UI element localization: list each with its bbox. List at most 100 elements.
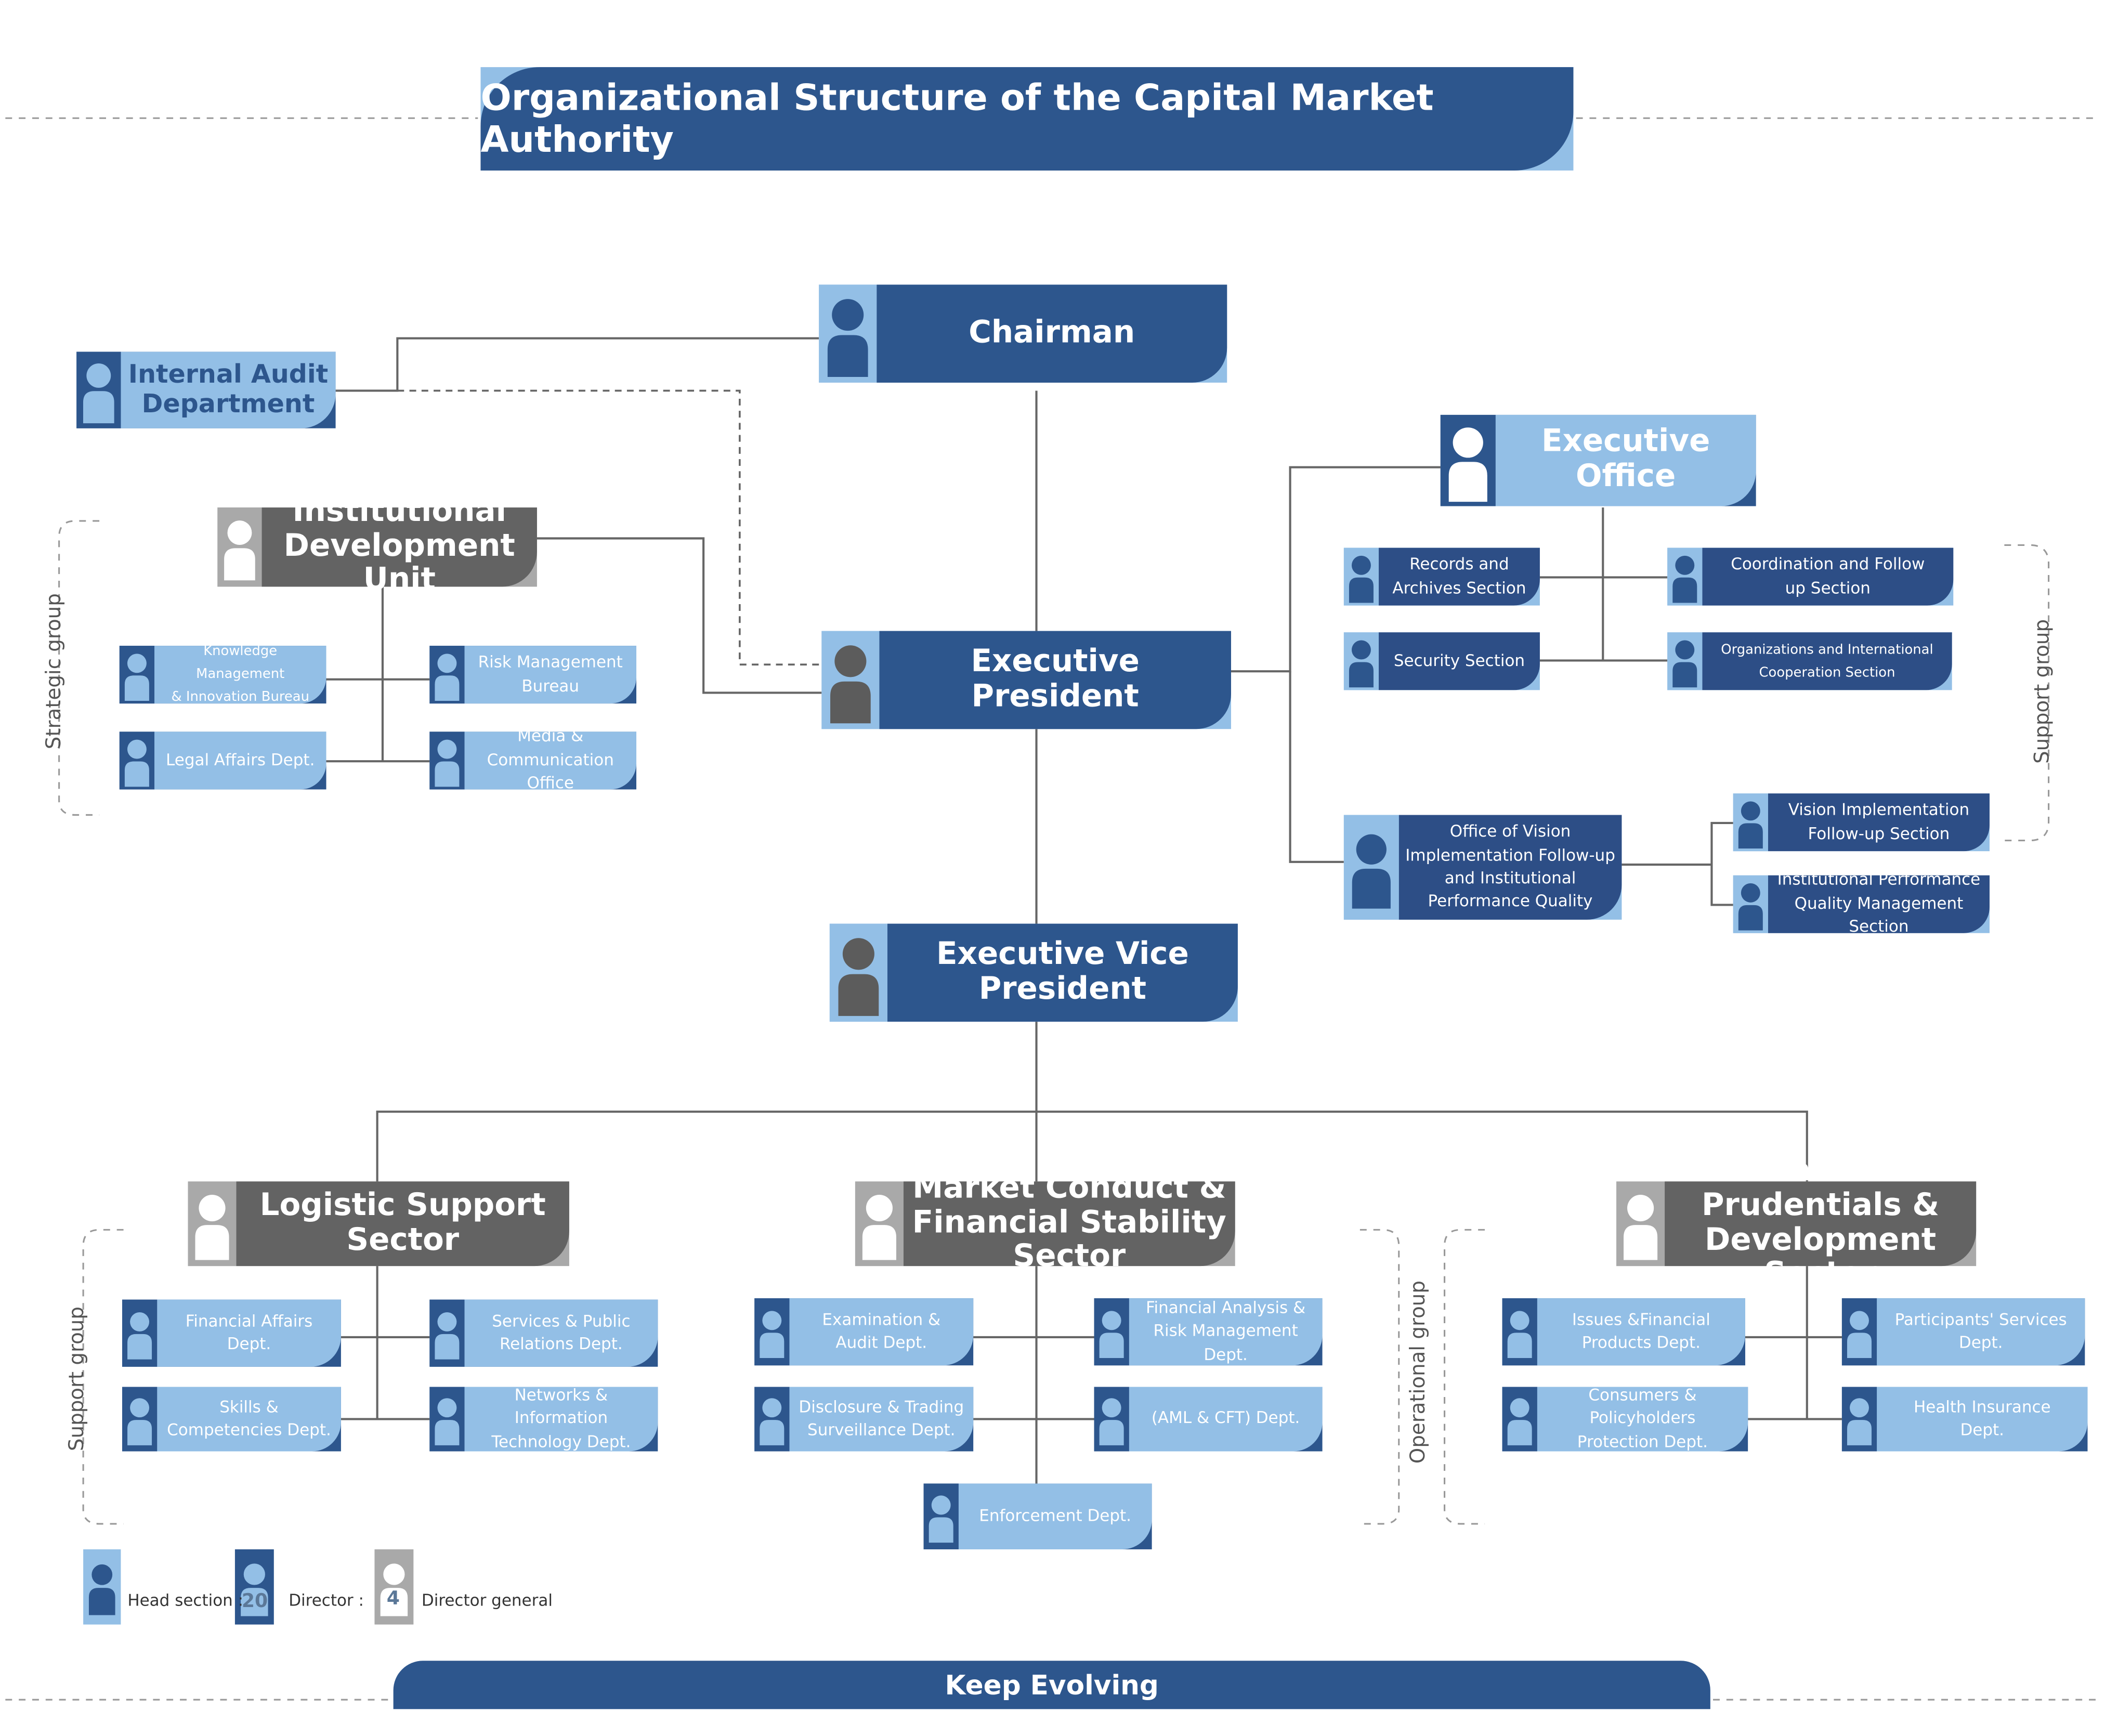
- person-icon: [1094, 1298, 1129, 1366]
- enforcement-label: Enforcement Dept.: [958, 1483, 1152, 1549]
- person-icon: [188, 1181, 237, 1267]
- person-icon: [829, 923, 887, 1022]
- executive-president-label: Executive President: [879, 631, 1231, 729]
- coordination-section-box[interactable]: Coordination and Follow up Section: [1667, 547, 1954, 606]
- participants-services-label: Participants' Services Dept.: [1877, 1298, 2085, 1366]
- records-archives-label: Records and Archives Section: [1379, 547, 1540, 606]
- market-prudentials-label: Market Prudentials & Development Sector: [1665, 1154, 1977, 1292]
- person-icon: [122, 1299, 158, 1367]
- person-icon: [1343, 632, 1379, 690]
- executive-vice-president-box[interactable]: Executive Vice President: [829, 923, 1238, 1022]
- legend-director-label: Director :: [289, 1591, 364, 1610]
- organizations-cooperation-box[interactable]: Organizations and International Cooperat…: [1667, 632, 1952, 690]
- person-icon: [1733, 793, 1768, 852]
- market-prudentials-box[interactable]: Market Prudentials & Development Sector: [1616, 1154, 1977, 1292]
- legal-affairs-box[interactable]: Legal Affairs Dept.: [119, 732, 326, 790]
- health-insurance-label: Health Insurance Dept.: [1877, 1387, 2088, 1452]
- performance-quality-label: Institutional Performance Quality Manage…: [1768, 870, 1990, 936]
- person-icon: [1841, 1387, 1877, 1452]
- person-icon: [819, 284, 877, 383]
- person-icon: [1502, 1298, 1537, 1366]
- strategic-group-label: Strategic group: [42, 593, 66, 750]
- records-archives-box[interactable]: Records and Archives Section: [1343, 547, 1540, 606]
- person-icon: [855, 1181, 904, 1267]
- examination-audit-label: Examination & Audit Dept.: [789, 1298, 974, 1366]
- market-conduct-box[interactable]: Market Conduct & Financial Stability Sec…: [855, 1171, 1235, 1274]
- examination-audit-box[interactable]: Examination & Audit Dept.: [754, 1298, 974, 1366]
- vision-section-label: Vision Implementation Follow-up Section: [1768, 793, 1990, 852]
- legend-director-icon: [234, 1549, 274, 1625]
- executive-president-box[interactable]: Executive President: [821, 631, 1231, 729]
- operational-group-label: Operational group: [1405, 1281, 1430, 1464]
- coordination-section-label: Coordination and Follow up Section: [1702, 547, 1954, 606]
- risk-management-bureau-box[interactable]: Risk Management Bureau: [429, 646, 637, 704]
- performance-quality-box[interactable]: Institutional Performance Quality Manage…: [1733, 870, 1990, 936]
- person-icon: [217, 507, 262, 587]
- networks-it-label: Networks & Information Technology Dept.: [464, 1386, 658, 1452]
- person-icon: [122, 1387, 158, 1452]
- person-icon: [1667, 547, 1703, 606]
- chairman-label: Chairman: [877, 284, 1227, 383]
- legend-head-section-label: Head section :: [127, 1591, 244, 1610]
- person-icon: [1440, 414, 1496, 506]
- legend-director-general-label: Director general: [421, 1591, 553, 1610]
- director-general-count: 4: [386, 1588, 400, 1610]
- executive-vice-president-label: Executive Vice President: [887, 923, 1238, 1022]
- financial-analysis-label: Financial Analysis & Risk Management Dep…: [1129, 1298, 1323, 1366]
- financial-affairs-label: Financial Affairs Dept.: [157, 1299, 341, 1367]
- person-icon: [1841, 1298, 1877, 1366]
- skills-competencies-box[interactable]: Skills & Competencies Dept.: [122, 1387, 341, 1452]
- person-icon: [1343, 815, 1399, 920]
- title-banner: Organizational Structure of the Capital …: [480, 67, 1574, 171]
- issues-financial-box[interactable]: Issues &Financial Products Dept.: [1502, 1298, 1745, 1366]
- person-icon: [923, 1483, 959, 1549]
- media-communication-box[interactable]: Media & Communication Office: [429, 727, 637, 792]
- legend-head-section-icon: [83, 1549, 121, 1625]
- person-icon: [76, 351, 121, 428]
- institutional-development-box[interactable]: Institutional Development Unit: [217, 494, 537, 598]
- networks-it-box[interactable]: Networks & Information Technology Dept.: [429, 1386, 658, 1452]
- person-icon: [119, 732, 154, 790]
- services-public-relations-label: Services & Public Relations Dept.: [464, 1299, 658, 1367]
- executive-office-box[interactable]: Executive Office: [1440, 414, 1756, 506]
- knowledge-management-box[interactable]: Knowledge Management & Innovation Bureau: [119, 645, 326, 705]
- logistic-support-label: Logistic Support Sector: [236, 1181, 569, 1267]
- knowledge-management-label: Knowledge Management & Innovation Bureau: [154, 645, 326, 705]
- person-icon: [429, 646, 465, 704]
- executive-office-label: Executive Office: [1495, 414, 1756, 506]
- support-group-label-right: Support group: [2030, 619, 2054, 764]
- chairman-box[interactable]: Chairman: [819, 284, 1227, 383]
- disclosure-trading-label: Disclosure & Trading Surveillance Dept.: [789, 1387, 974, 1452]
- financial-affairs-box[interactable]: Financial Affairs Dept.: [122, 1299, 341, 1367]
- aml-cft-box[interactable]: (AML & CFT) Dept.: [1094, 1387, 1323, 1452]
- services-public-relations-box[interactable]: Services & Public Relations Dept.: [429, 1299, 658, 1367]
- page-title: Organizational Structure of the Capital …: [480, 67, 1574, 171]
- footer-banner: Keep Evolving: [393, 1661, 1710, 1709]
- vision-section-box[interactable]: Vision Implementation Follow-up Section: [1733, 793, 1990, 852]
- person-icon: [754, 1387, 790, 1452]
- legal-affairs-label: Legal Affairs Dept.: [154, 732, 326, 790]
- disclosure-trading-box[interactable]: Disclosure & Trading Surveillance Dept.: [754, 1387, 974, 1452]
- participants-services-box[interactable]: Participants' Services Dept.: [1841, 1298, 2085, 1366]
- vision-office-label: Office of Vision Implementation Follow-u…: [1398, 815, 1622, 920]
- person-icon: [1616, 1181, 1665, 1267]
- person-icon: [821, 631, 880, 729]
- consumers-protection-box[interactable]: Consumers & Policyholders Protection Dep…: [1502, 1386, 1748, 1452]
- internal-audit-box[interactable]: Internal Audit Department: [76, 351, 336, 428]
- skills-competencies-label: Skills & Competencies Dept.: [157, 1387, 341, 1452]
- person-icon: [119, 646, 154, 704]
- director-count: 20: [241, 1591, 268, 1613]
- person-icon: [1343, 547, 1379, 606]
- logistic-support-box[interactable]: Logistic Support Sector: [188, 1181, 569, 1267]
- vision-office-box[interactable]: Office of Vision Implementation Follow-u…: [1343, 815, 1622, 920]
- enforcement-box[interactable]: Enforcement Dept.: [923, 1483, 1152, 1549]
- issues-financial-label: Issues &Financial Products Dept.: [1537, 1298, 1745, 1366]
- financial-analysis-box[interactable]: Financial Analysis & Risk Management Dep…: [1094, 1298, 1323, 1366]
- security-section-box[interactable]: Security Section: [1343, 632, 1540, 690]
- legend-director-general-icon: [374, 1549, 414, 1625]
- security-section-label: Security Section: [1379, 632, 1540, 690]
- organizations-cooperation-label: Organizations and International Cooperat…: [1702, 632, 1952, 690]
- health-insurance-box[interactable]: Health Insurance Dept.: [1841, 1387, 2088, 1452]
